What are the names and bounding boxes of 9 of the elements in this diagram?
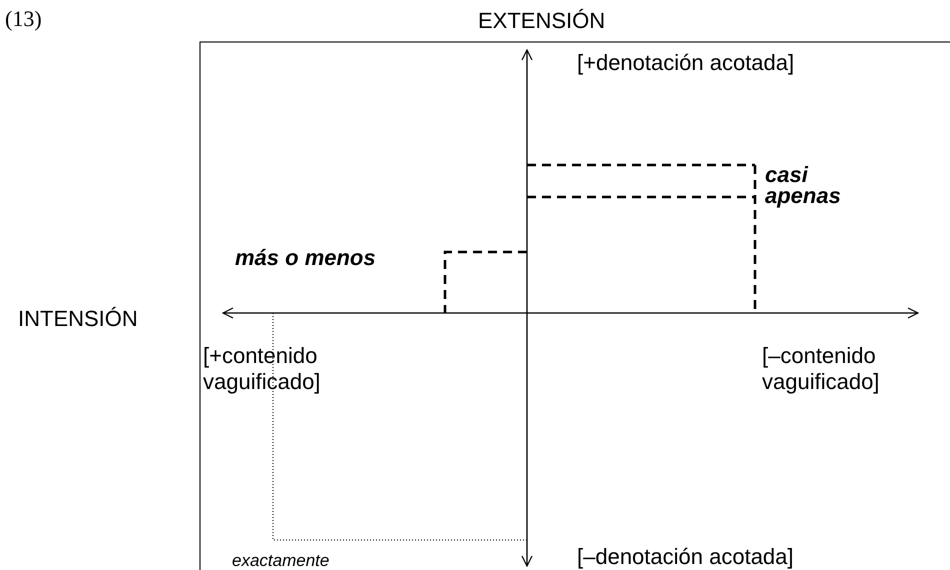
axis-title: EXTENSIÓN [478, 8, 606, 34]
axis-pole-label: [–denotación acotada] [577, 544, 794, 570]
axis-pole-label: [+contenido vaguificado] [203, 343, 322, 395]
example-number: (13) [5, 6, 42, 32]
adverb-label: más o menos [235, 245, 376, 271]
adverb-label: exactamente [232, 550, 330, 570]
axis-pole-label: [+denotación acotada] [577, 50, 794, 76]
axis-pole-label: [–contenido vaguificado] [762, 343, 880, 395]
axis-title: INTENSIÓN [18, 306, 138, 332]
